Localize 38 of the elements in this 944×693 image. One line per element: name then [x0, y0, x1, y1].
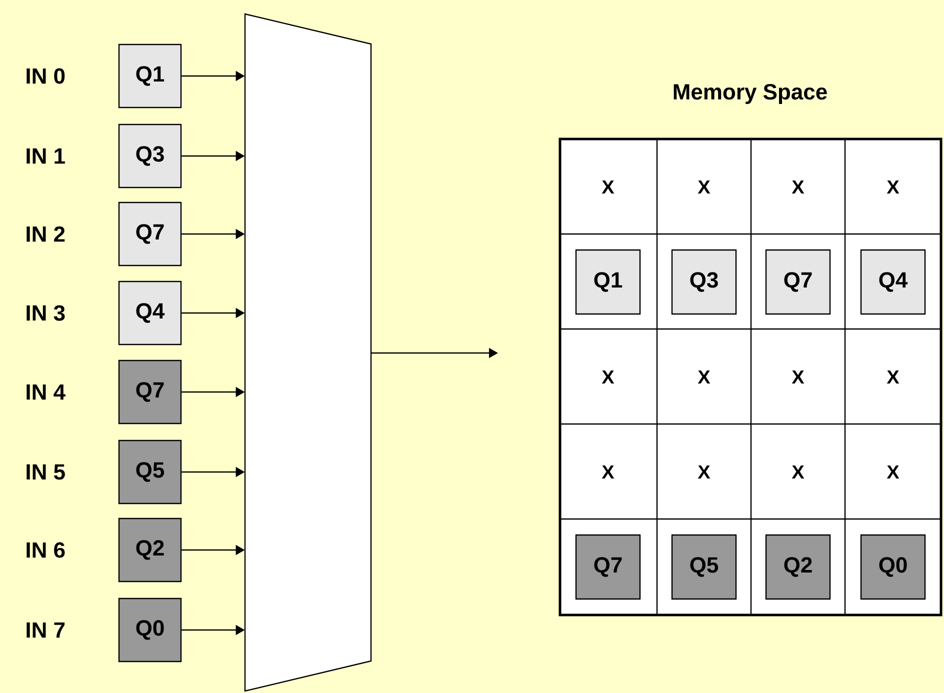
- queue-box: Q3: [118, 124, 182, 188]
- queue-box: Q4: [860, 249, 926, 315]
- grid-title: Memory Space: [674, 84, 827, 104]
- input-label: IN 3: [26, 305, 65, 321]
- cell-label: X: [886, 465, 900, 479]
- input-label: IN 2: [26, 226, 65, 242]
- cell-label: X: [792, 465, 804, 479]
- queue-box: Q5: [118, 440, 182, 504]
- queue-box: Q2: [765, 534, 831, 600]
- input-label: IN 1: [26, 148, 65, 164]
- cell-label: X: [602, 370, 614, 384]
- input-label: IN 7: [26, 622, 65, 638]
- cell-label: X: [886, 370, 900, 384]
- queue-box: Q1: [575, 249, 641, 315]
- cell-label: X: [602, 180, 614, 194]
- cell-label: X: [792, 180, 804, 194]
- queue-box: Q7: [765, 249, 831, 315]
- cell-label: X: [698, 370, 710, 384]
- cell-label: X: [698, 180, 710, 194]
- multiplexer-shape: [244, 13, 372, 692]
- queue-box: Q5: [671, 534, 737, 600]
- queue-box: Q1: [118, 44, 182, 108]
- queue-box: Q7: [118, 360, 182, 424]
- cell-label: X: [792, 370, 804, 384]
- input-label: IN 5: [26, 464, 65, 480]
- queue-box: Q0: [860, 534, 926, 600]
- cell-label: X: [886, 180, 900, 194]
- cell-label: X: [602, 465, 614, 479]
- input-label: IN 0: [26, 68, 65, 84]
- cell-label: X: [698, 465, 710, 479]
- input-label: IN 4: [26, 384, 66, 400]
- queue-box: Q7: [118, 202, 182, 266]
- queue-box: Q4: [118, 280, 182, 346]
- queue-box: Q2: [118, 518, 182, 582]
- queue-box: Q7: [575, 534, 641, 600]
- queue-box: Q3: [671, 249, 737, 315]
- queue-box: Q0: [118, 598, 182, 662]
- input-label: IN 6: [26, 542, 65, 558]
